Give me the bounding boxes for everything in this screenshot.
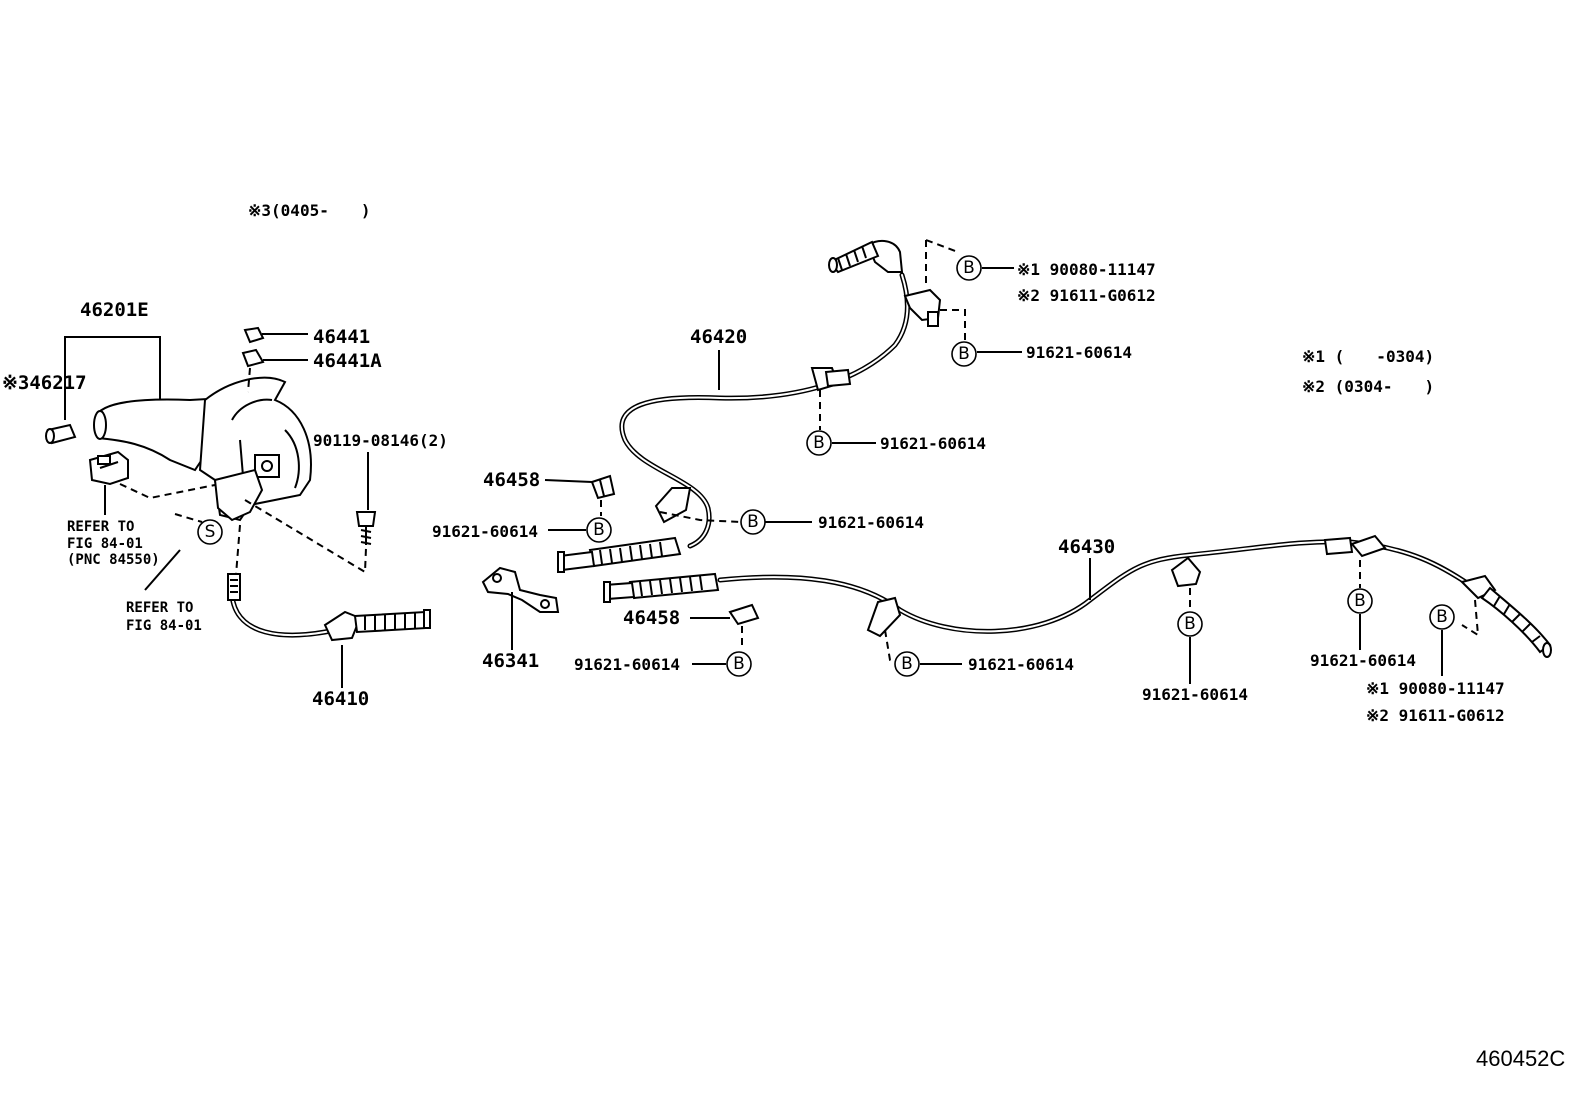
- nut-46441A: [241, 348, 265, 368]
- label-91621-b2: 91621-60614: [1142, 685, 1248, 704]
- label-91621-b1: 91621-60614: [968, 655, 1074, 674]
- svg-text:B: B: [593, 520, 605, 540]
- svg-text:B: B: [958, 344, 970, 364]
- rear-cable-46420: [557, 239, 942, 573]
- bolt-symbol-b1: B: [894, 651, 920, 677]
- label-46410: 46410: [312, 688, 369, 710]
- svg-text:B: B: [747, 512, 759, 532]
- label-91621-mid1: 91621-60614: [818, 513, 924, 532]
- label-46441: 46441: [313, 326, 370, 348]
- label-46201E: 46201E: [80, 299, 149, 321]
- svg-text:S: S: [205, 522, 216, 542]
- bolt-symbol-mid2: B: [740, 509, 766, 535]
- refer-switch-line3: (PNC 84550): [67, 552, 160, 568]
- label-46341: 46341: [482, 650, 539, 672]
- bolt-symbol-b2: B: [1177, 611, 1203, 637]
- svg-text:B: B: [733, 654, 745, 674]
- bolt-symbol-left2: B: [726, 651, 752, 677]
- svg-text:B: B: [963, 258, 975, 278]
- label-46217: ※346217: [2, 372, 87, 394]
- label-s1-bottom: ※1 90080-11147: [1366, 679, 1505, 698]
- svg-text:B: B: [1354, 591, 1366, 611]
- refer-switch-line1: REFER TO: [67, 519, 134, 535]
- refer-switch-line2: FIG 84-01: [67, 536, 143, 552]
- bolt-symbol-left1: B: [586, 517, 612, 543]
- parking-brake-lever: [93, 376, 312, 522]
- bolt-symbol-b4: B: [1429, 604, 1455, 630]
- label-46420: 46420: [690, 326, 747, 348]
- rear-cable-46430: [603, 534, 1552, 658]
- front-cable-46410: [227, 573, 431, 642]
- bolt-symbol-b3: B: [1347, 588, 1373, 614]
- bolt-symbol-top1: B: [956, 255, 982, 281]
- bracket-46341: [481, 566, 560, 613]
- nut-46441: [243, 326, 265, 344]
- label-91621-b3: 91621-60614: [1310, 651, 1416, 670]
- note-s3: ※3(0405- ): [248, 201, 370, 220]
- legend-s1: ※1 ( -0304): [1302, 347, 1434, 366]
- label-s2-bottom: ※2 91611-G0612: [1366, 706, 1505, 725]
- label-46458-lower: 46458: [623, 607, 680, 629]
- svg-text:B: B: [901, 654, 913, 674]
- screw-symbol: S: [197, 519, 223, 545]
- label-90119: 90119-08146(2): [313, 431, 448, 450]
- label-91621-left1: 91621-60614: [432, 522, 538, 541]
- label-46430: 46430: [1058, 536, 1115, 558]
- svg-text:B: B: [813, 433, 825, 453]
- label-s1-top: ※1 90080-11147: [1017, 260, 1156, 279]
- svg-text:B: B: [1184, 614, 1196, 634]
- label-46441A: 46441A: [313, 350, 382, 372]
- bolt-90119: [355, 511, 377, 545]
- label-46458-upper: 46458: [483, 469, 540, 491]
- clip-46458-lower: [728, 603, 760, 626]
- legend-s2: ※2 (0304- ): [1302, 377, 1434, 396]
- brake-switch: [88, 450, 129, 486]
- release-button: [45, 423, 77, 445]
- label-s2-top: ※2 91611-G0612: [1017, 286, 1156, 305]
- refer-screw-line2: FIG 84-01: [126, 618, 202, 634]
- label-91621-mid2: 91621-60614: [880, 434, 986, 453]
- bolt-symbol-mid1: B: [806, 430, 832, 456]
- drawing-number: 460452C: [1476, 1046, 1565, 1071]
- refer-screw-line1: REFER TO: [126, 600, 193, 616]
- svg-text:B: B: [1436, 607, 1448, 627]
- label-91621-left2: 91621-60614: [574, 655, 680, 674]
- clip-46458-upper: [590, 474, 616, 500]
- label-91621-top1: 91621-60614: [1026, 343, 1132, 362]
- bolt-symbol-top2: B: [951, 341, 977, 367]
